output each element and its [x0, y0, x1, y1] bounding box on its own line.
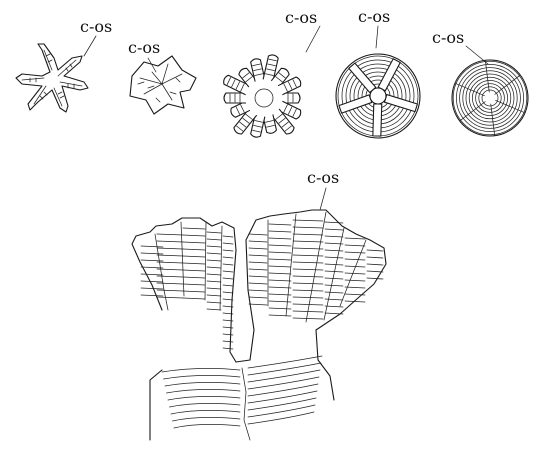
fig3-leader-line — [306, 26, 320, 52]
fig6-label: c-os — [307, 168, 339, 187]
fig5-label: c-os — [432, 28, 464, 47]
fig6-fan-specimen — [132, 210, 386, 440]
fig6-leader-line — [320, 188, 326, 210]
fig4-segmented-disc-specimen — [336, 54, 420, 138]
fig6-right-lobe — [236, 210, 386, 362]
fig3-rayed-disc-specimen — [224, 55, 301, 137]
fig4-label: c-os — [358, 7, 390, 26]
fig5-concentric-disc-specimen — [452, 60, 528, 136]
fig5-leader-line — [466, 46, 488, 64]
fig1-label: c-os — [80, 17, 112, 36]
fig2-label: c-os — [128, 38, 160, 57]
fig1-leader-line — [84, 36, 96, 56]
fig1-star-specimen — [16, 44, 88, 112]
fig3-label: c-os — [285, 8, 317, 27]
fig2-blob-specimen — [130, 56, 196, 114]
fig6-stem — [150, 330, 334, 440]
fig4-leader-line — [376, 26, 378, 48]
